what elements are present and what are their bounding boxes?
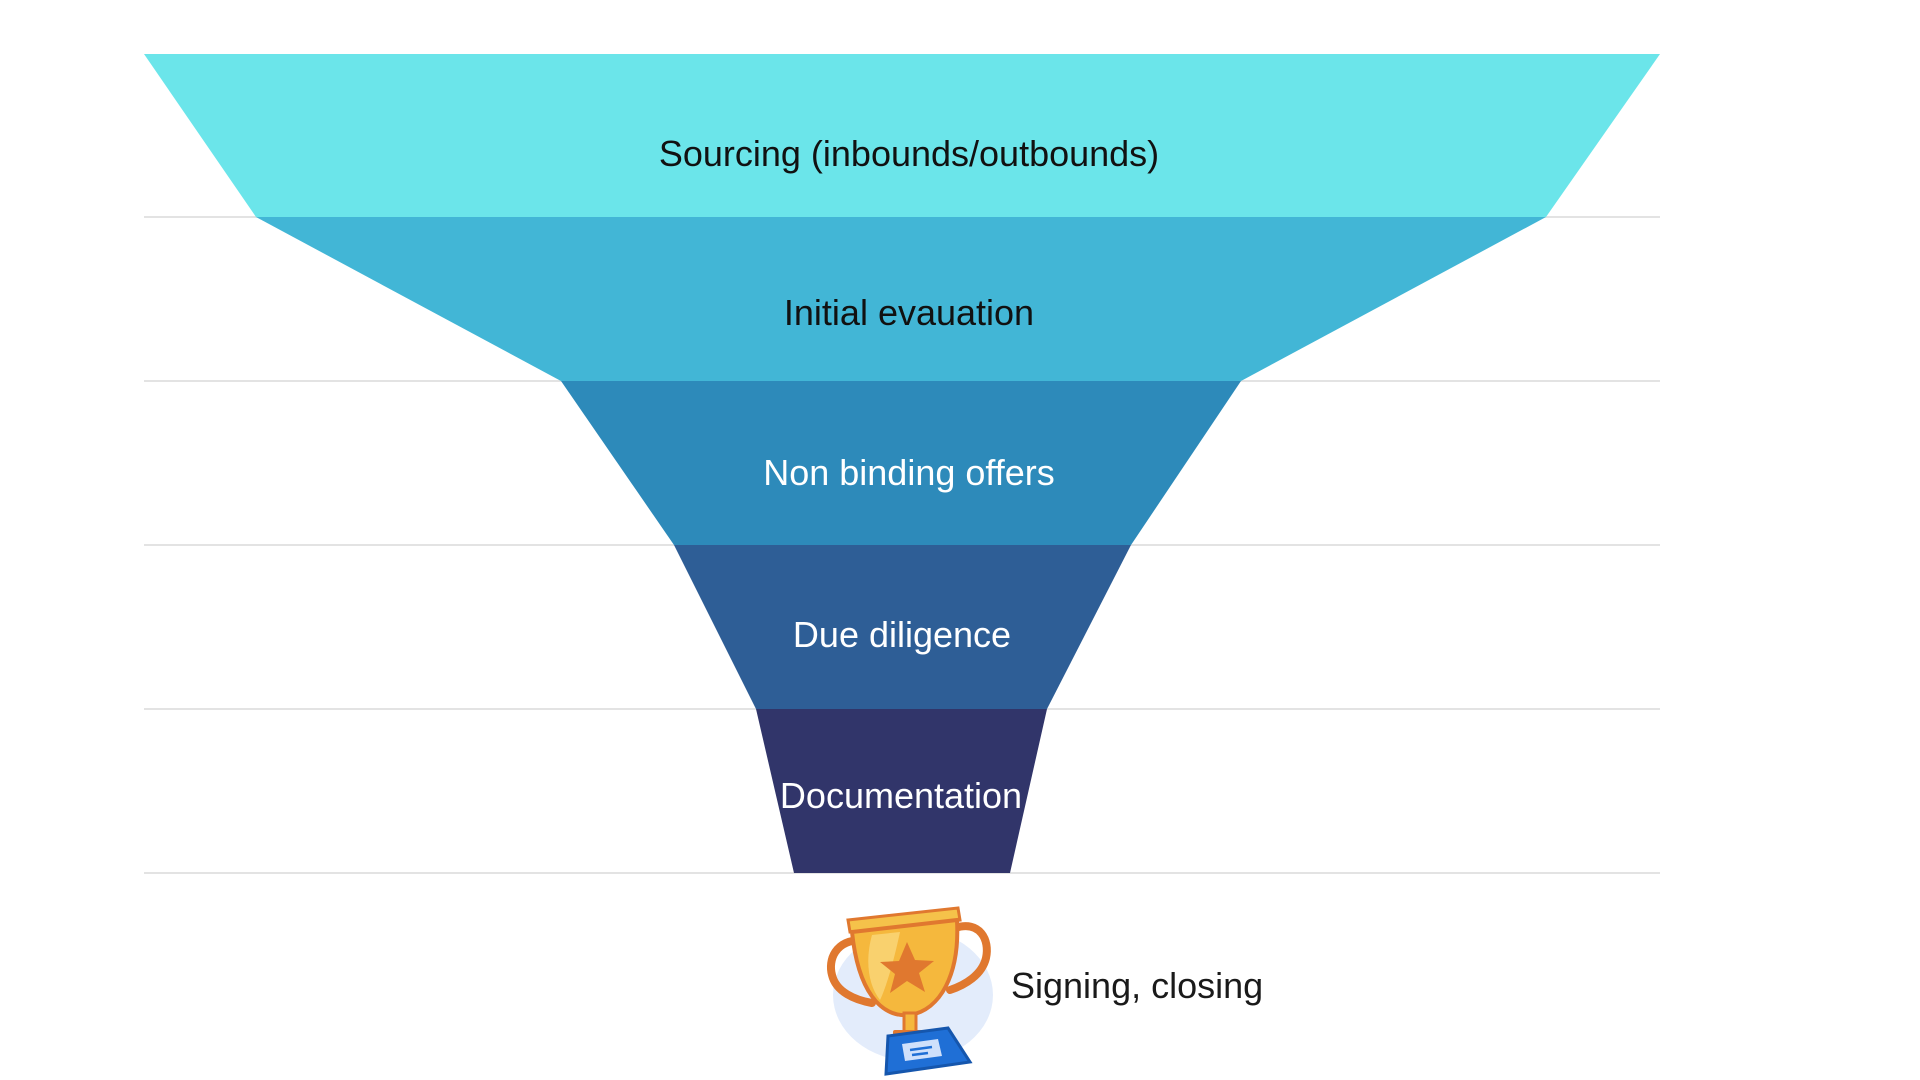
- funnel-stage-label: Documentation: [780, 775, 1022, 816]
- funnel-stage-label: Non binding offers: [763, 452, 1055, 493]
- trophy-rim: [846, 906, 962, 934]
- trophy-shine: [868, 932, 900, 1000]
- funnel-stage-4: Due diligence: [674, 545, 1131, 709]
- funnel-stage-label: Initial evauation: [784, 292, 1034, 333]
- plaque-line-2: [911, 1051, 929, 1057]
- funnel-stage-shape: [144, 54, 1660, 217]
- trophy-handle-right: [946, 922, 991, 994]
- funnel-stage-shape: [756, 709, 1047, 873]
- trophy-plaque: [902, 1039, 942, 1061]
- trophy-star: [880, 942, 934, 993]
- funnel-stage-shape: [674, 545, 1131, 709]
- trophy-handle-left: [827, 936, 876, 1007]
- funnel-stage-shape: [561, 381, 1241, 545]
- funnel-stage-label: Due diligence: [793, 614, 1011, 655]
- trophy-icon: [827, 906, 993, 1076]
- funnel-stage-5: Documentation: [756, 709, 1047, 873]
- funnel-stage-2: Initial evauation: [256, 217, 1546, 381]
- funnel-stage-shape: [256, 217, 1546, 381]
- funnel-stage-label: Sourcing (inbounds/outbounds): [659, 133, 1159, 174]
- funnel-stage-1: Sourcing (inbounds/outbounds): [144, 54, 1660, 217]
- result-label: Signing, closing: [1011, 965, 1264, 1006]
- plaque-line-1: [909, 1045, 933, 1052]
- funnel-stage-3: Non binding offers: [561, 381, 1241, 545]
- funnel-stages: Sourcing (inbounds/outbounds) Initial eva…: [144, 54, 1660, 873]
